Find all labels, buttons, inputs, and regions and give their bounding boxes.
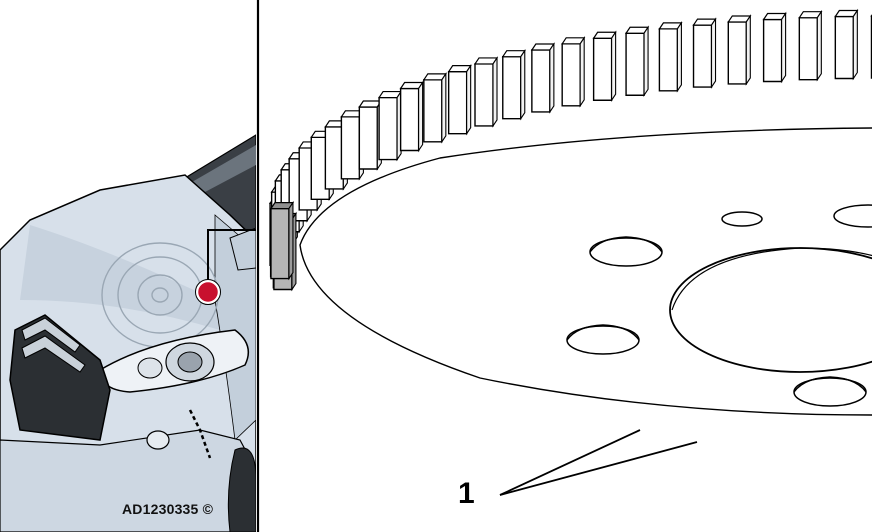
tooth [447,63,472,136]
tooth [530,42,555,114]
highlighted-tooth [269,200,295,281]
tooth [377,89,403,162]
car-front-illustration [0,134,256,532]
tooth [658,21,683,93]
tooth [762,11,787,84]
tooth [592,30,617,103]
bolt-hole [793,376,867,407]
tooth [358,99,383,171]
tooth [422,72,447,144]
marker-leader-line [207,229,256,292]
tooth [399,80,424,153]
tooth [473,56,499,128]
callout-leader-lines [499,429,698,496]
tooth [624,25,650,98]
tooth [727,14,752,86]
bolt-holes [566,204,872,407]
callout-label-1: 1 [458,477,475,510]
tone-wheel-teeth [268,8,872,292]
tooth [561,36,586,108]
tooth [834,8,859,81]
location-marker-icon [195,279,221,305]
bolt-hole [566,324,640,355]
bolt-hole [721,211,763,227]
tooth [798,9,823,82]
bolt-hole [589,236,663,267]
tooth [692,17,717,89]
figure-reference-code: AD1230335 © [122,501,214,517]
tooth [501,48,526,121]
bolt-hole [833,204,872,228]
tone-wheel-ring [268,8,872,420]
